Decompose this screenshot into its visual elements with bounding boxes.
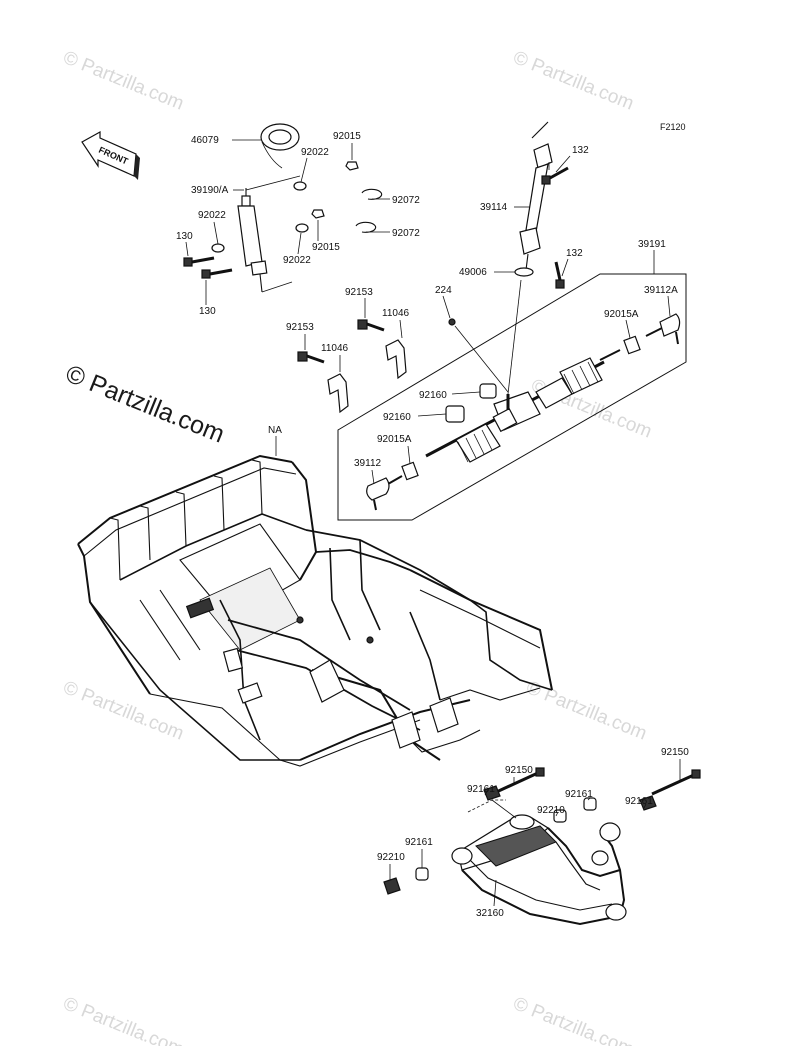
- intermediate-shaft-callouts: 132 39114 132 49006: [459, 145, 589, 278]
- callout-92160: 92160: [419, 390, 447, 401]
- callout-224: 224: [435, 285, 452, 296]
- suspension-arm-callouts: 92150 92161 92161 92210 92150 92161 9216…: [377, 747, 689, 919]
- bolt: [183, 256, 215, 267]
- snap-ring: [361, 188, 383, 200]
- steering-column-group: [183, 123, 383, 293]
- callout-92150: 92150: [661, 747, 689, 758]
- callout-92015a: 92015A: [377, 434, 412, 445]
- tie-rod-end-right: [645, 313, 681, 345]
- callout-39112a: 39112A: [644, 285, 678, 296]
- callout-39191: 39191: [638, 239, 666, 250]
- callout-92210: 92210: [537, 805, 565, 816]
- callout-92022: 92022: [301, 147, 329, 158]
- diagram-code: F2120: [660, 122, 686, 132]
- bushing: [553, 809, 567, 823]
- bolt: [491, 767, 545, 796]
- callout-130: 130: [176, 231, 193, 242]
- clamp-group: 224 92153 11046 92153 11046: [286, 285, 456, 414]
- callout-92161: 92161: [625, 796, 653, 807]
- clamp: [327, 373, 349, 414]
- bolt: [201, 268, 233, 279]
- callout-39114: 39114: [480, 202, 508, 213]
- seal: [514, 267, 534, 277]
- callout-130: 130: [199, 306, 216, 317]
- horn-pad: [260, 123, 300, 169]
- callout-92015a: 92015A: [604, 309, 639, 320]
- callout-39190-a: 39190/A: [191, 185, 229, 196]
- washer: [295, 223, 309, 233]
- callout-11046: 11046: [382, 308, 410, 319]
- callout-na: NA: [268, 425, 282, 436]
- steering-rack: [425, 349, 621, 463]
- tie-rod-end-left: [366, 475, 403, 511]
- washer: [211, 243, 225, 253]
- suspension-arm-group: [383, 767, 701, 926]
- callout-92022: 92022: [283, 255, 311, 266]
- callout-92150: 92150: [505, 765, 533, 776]
- watermark: © Partzilla.com: [60, 993, 187, 1046]
- steering-column: [237, 188, 268, 293]
- steering-rack-box: 39191: [337, 239, 687, 521]
- callout-92022: 92022: [198, 210, 226, 221]
- callout-49006: 49006: [459, 267, 487, 278]
- watermark: © Partzilla.com: [510, 47, 637, 114]
- nut: [383, 877, 401, 895]
- watermark: © Partzilla.com: [510, 993, 637, 1046]
- bolt: [541, 166, 569, 185]
- callout-39112: 39112: [354, 458, 382, 469]
- nut: [311, 209, 325, 219]
- bolt: [554, 261, 565, 289]
- clamp: [385, 339, 407, 380]
- watermark: © Partzilla.com: [60, 677, 187, 744]
- callout-132: 132: [572, 145, 589, 156]
- suspension-arm: [451, 814, 627, 926]
- callout-92015: 92015: [312, 242, 340, 253]
- bolt: [297, 351, 325, 364]
- watermark: © Partzilla.com: [60, 47, 187, 114]
- callout-92153: 92153: [286, 322, 314, 333]
- callout-92072: 92072: [392, 195, 420, 206]
- rubber-mount: [445, 405, 465, 423]
- callout-92153: 92153: [345, 287, 373, 298]
- callout-46079: 46079: [191, 135, 219, 146]
- nut: [345, 161, 359, 171]
- callout-32160: 32160: [476, 908, 504, 919]
- callout-92161: 92161: [565, 789, 593, 800]
- bolt: [651, 769, 701, 796]
- main-frame: NA: [77, 425, 553, 767]
- washer: [293, 181, 307, 191]
- callout-92160: 92160: [383, 412, 411, 423]
- callout-11046: 11046: [321, 343, 349, 354]
- watermark-large: © Partzilla.com: [62, 360, 229, 449]
- front-arrow-icon: FRONT: [81, 130, 140, 180]
- callout-92161: 92161: [405, 837, 433, 848]
- steering-column-callouts: 46079 92015 92022 39190/A 92072 92022 13…: [176, 131, 420, 317]
- bushing: [415, 867, 429, 881]
- callout-92210: 92210: [377, 852, 405, 863]
- callout-92072: 92072: [392, 228, 420, 239]
- steering-rack-callouts: 39112A 92015A 92160 92160 92015A 39112: [354, 285, 678, 485]
- grease-nipple: [448, 318, 456, 326]
- callout-92015: 92015: [333, 131, 361, 142]
- rubber-mount: [479, 383, 497, 399]
- callout-132: 132: [566, 248, 583, 259]
- callout-92161: 92161: [467, 784, 495, 795]
- nut: [639, 795, 657, 811]
- bushing: [623, 335, 641, 355]
- snap-ring: [355, 221, 377, 233]
- intermediate-shaft: [514, 121, 569, 289]
- bushing: [401, 461, 419, 481]
- nut: [483, 785, 501, 801]
- bolt: [357, 319, 385, 332]
